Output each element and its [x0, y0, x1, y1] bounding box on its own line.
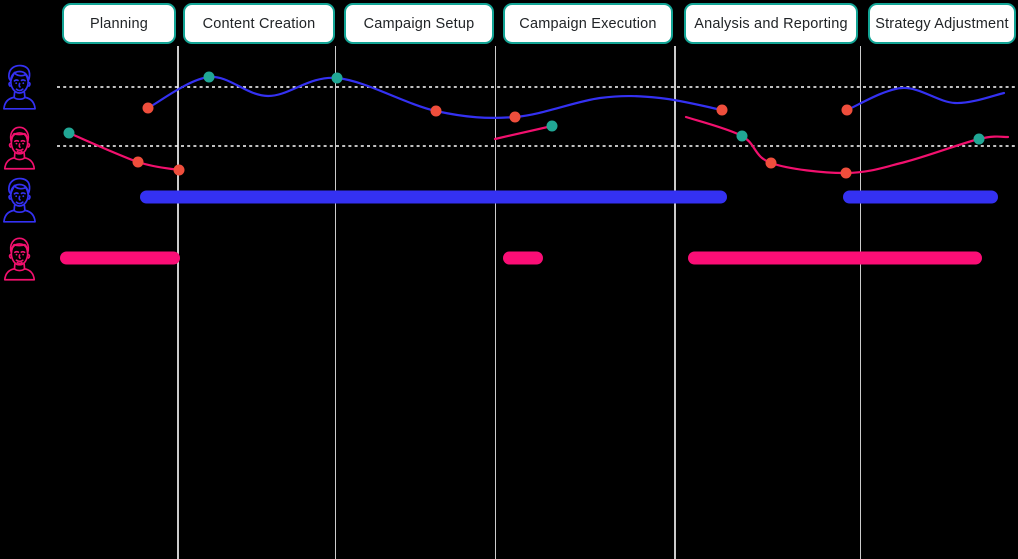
phase-label: Strategy Adjustment	[875, 15, 1009, 32]
short-hair-man-avatar-icon	[3, 126, 36, 170]
phase-header-strategy-adjustment: Strategy Adjustment	[868, 3, 1016, 44]
phase-gridline	[177, 46, 179, 559]
phase-gridline	[859, 46, 861, 559]
phase-label: Analysis and Reporting	[694, 15, 848, 32]
phase-header-campaign-setup: Campaign Setup	[344, 3, 494, 44]
phase-gridline	[334, 46, 336, 559]
actor-2-positive-marker	[546, 120, 558, 132]
actor-1-negative-marker	[716, 104, 728, 116]
phase-label: Planning	[89, 15, 149, 32]
actor-2-negative-marker	[173, 164, 185, 176]
curly-man-avatar-icon	[3, 177, 36, 223]
actor-2-positive-marker	[63, 127, 75, 139]
actor-1-activity-bar	[843, 190, 998, 204]
actor-2-satisfaction-line	[493, 124, 554, 141]
actor-2-satisfaction-line	[67, 131, 181, 172]
actor-1-satisfaction-avatar	[2, 63, 37, 111]
actor-1-positive-marker	[331, 72, 343, 84]
phase-gridline	[674, 46, 676, 559]
phase-label: Campaign Execution	[519, 15, 657, 32]
actor-2-activity-bar	[503, 251, 543, 265]
actor-1-negative-marker	[430, 105, 442, 117]
short-hair-man-avatar-icon	[3, 237, 36, 281]
actor-1-activity-bar	[140, 190, 727, 204]
phase-header-analysis-and-reporting: Analysis and Reporting	[684, 3, 858, 44]
actor-2-activity-avatar	[3, 235, 36, 282]
phase-label: Content Creation	[202, 15, 316, 32]
actor-2-negative-marker	[765, 157, 777, 169]
actor-2-negative-marker	[840, 167, 852, 179]
actor-1-negative-marker	[509, 111, 521, 123]
curly-man-avatar-icon	[3, 64, 36, 110]
actor-1-activity-avatar	[2, 176, 37, 224]
actor-2-negative-marker	[132, 156, 144, 168]
actor-2-positive-marker	[736, 130, 748, 142]
phase-gridline	[494, 46, 496, 559]
phase-header-campaign-execution: Campaign Execution	[503, 3, 673, 44]
phase-label: Campaign Setup	[363, 15, 475, 32]
actor-2-satisfaction-line	[684, 115, 1010, 175]
actor-1-satisfaction-line	[845, 86, 1006, 112]
actor-1-positive-marker	[203, 71, 215, 83]
actor-1-negative-marker	[142, 102, 154, 114]
actor-2-activity-bar	[688, 251, 982, 265]
actor-2-activity-bar	[60, 251, 180, 265]
actor-1-negative-marker	[841, 104, 853, 116]
actor-2-satisfaction-avatar	[3, 124, 36, 171]
phase-header-content-creation: Content Creation	[183, 3, 335, 44]
actor-2-positive-marker	[973, 133, 985, 145]
phase-header-planning: Planning	[62, 3, 176, 44]
